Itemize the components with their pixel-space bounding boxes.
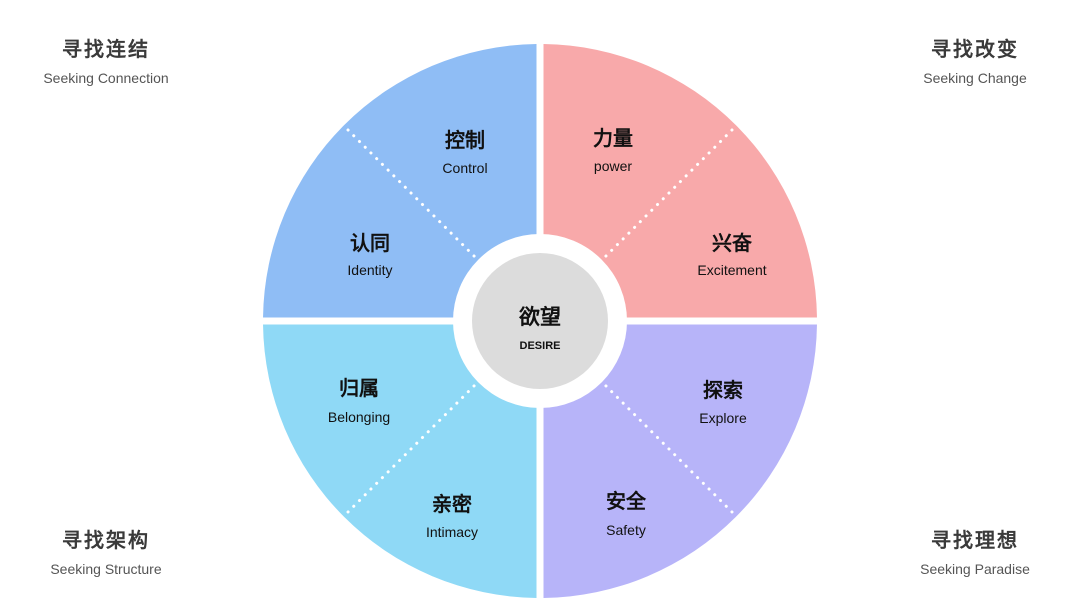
corner-label-seeking-connection: 寻找连结 Seeking Connection — [6, 33, 206, 86]
center-title-en: DESIRE — [520, 340, 561, 352]
segment-excitement-zh: 兴奋 — [712, 231, 753, 255]
center-title-zh: 欲望 — [518, 305, 561, 329]
segment-control-zh: 控制 — [445, 128, 485, 152]
divider-dotted-line — [346, 128, 480, 262]
segment-belonging-zh: 归属 — [339, 376, 379, 400]
segment-intimacy-en: Intimacy — [426, 524, 478, 540]
segment-power-en: power — [594, 158, 632, 174]
corner-label-seeking-change: 寻找改变 Seeking Change — [875, 33, 1075, 86]
corner-title-zh: 寻找架构 — [62, 528, 150, 552]
corner-label-seeking-structure: 寻找架构 Seeking Structure — [6, 524, 206, 577]
corner-title-zh: 寻找改变 — [931, 37, 1019, 61]
segment-belonging-en: Belonging — [328, 409, 390, 425]
corner-label-seeking-paradise: 寻找理想 Seeking Paradise — [875, 524, 1075, 577]
segment-explore-zh: 探索 — [703, 378, 743, 402]
corner-title-en: Seeking Change — [923, 70, 1027, 86]
center-desire-circle — [472, 253, 608, 389]
segment-explore-en: Explore — [699, 410, 747, 426]
segment-power-zh: 力量 — [593, 126, 633, 150]
segment-excitement-en: Excitement — [697, 262, 766, 278]
corner-title-zh: 寻找连结 — [62, 37, 150, 61]
divider-dotted-line — [600, 128, 734, 262]
divider-dotted-line — [346, 380, 480, 514]
corner-title-zh: 寻找理想 — [931, 528, 1019, 552]
segment-safety-en: Safety — [606, 522, 646, 538]
segment-control-en: Control — [442, 160, 487, 176]
divider-dotted-line — [600, 380, 734, 514]
corner-title-en: Seeking Connection — [43, 70, 169, 86]
segment-intimacy-zh: 亲密 — [432, 492, 472, 516]
segment-identity-zh: 认同 — [350, 231, 390, 255]
corner-title-en: Seeking Structure — [50, 561, 162, 577]
segment-safety-zh: 安全 — [606, 489, 647, 513]
corner-title-en: Seeking Paradise — [920, 561, 1030, 577]
segment-identity-en: Identity — [347, 262, 392, 278]
